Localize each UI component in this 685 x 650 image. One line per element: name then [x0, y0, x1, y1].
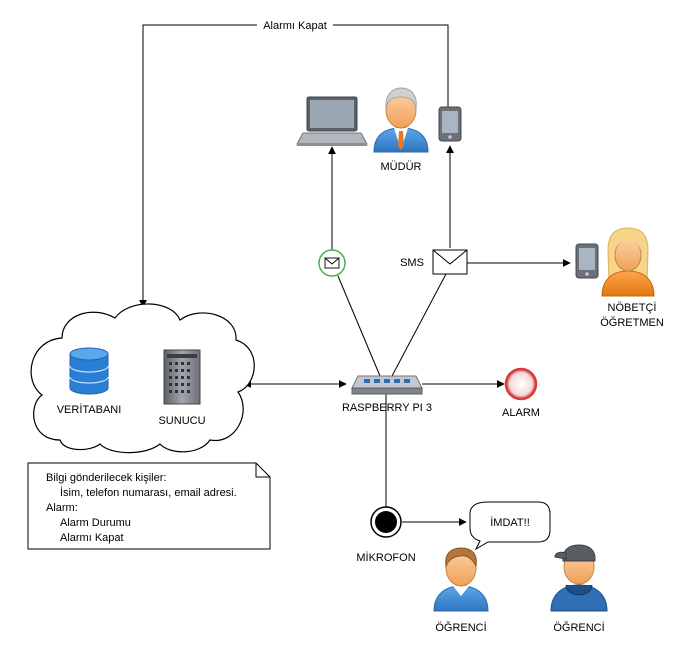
- speech-bubble-icon: [469, 501, 551, 551]
- teacher-label-line1: NÖBETÇİ: [608, 301, 657, 314]
- note-line-4: Alarm Durumu: [60, 517, 131, 529]
- teacher-label-line2: ÖĞRETMEN: [600, 316, 664, 329]
- router-icon: [351, 375, 423, 395]
- sms-envelope-icon: [432, 249, 468, 275]
- router-to-sms-edge: [391, 273, 447, 377]
- note-line-2: İsim, telefon numarası, email adresi.: [60, 486, 237, 499]
- teacher-phone-icon: [575, 243, 599, 279]
- alarm-icon: [504, 367, 538, 401]
- student-cap-person-icon: [550, 544, 608, 612]
- note-line-3: Alarm:: [46, 502, 78, 514]
- alarm-off-label: Alarmı Kapat: [263, 20, 327, 32]
- principal-person-icon: [373, 87, 429, 153]
- alarm-off-label-group: Alarmı Kapat: [257, 18, 333, 32]
- microphone-label: MİKROFON: [356, 551, 415, 564]
- server-icon: [163, 349, 201, 405]
- database-label: VERİTABANI: [57, 403, 122, 416]
- teacher-person-icon: [601, 227, 655, 297]
- student-person-icon: [433, 547, 489, 612]
- note-line-5: Alarmı Kapat: [60, 532, 124, 544]
- sms-label: SMS: [400, 257, 424, 269]
- note-line-1: Bilgi gönderilecek kişiler:: [46, 472, 166, 484]
- principal-label: MÜDÜR: [381, 161, 422, 173]
- cloud-icon: [30, 303, 255, 454]
- student-2-label: ÖĞRENCİ: [553, 621, 604, 634]
- laptop-icon: [296, 96, 368, 146]
- server-label: SUNUCU: [158, 415, 205, 427]
- alarm-label: ALARM: [502, 407, 540, 419]
- phone-icon: [438, 106, 462, 142]
- database-icon: [69, 347, 109, 395]
- student-1-label: ÖĞRENCİ: [435, 621, 486, 634]
- help-bubble-text: İMDAT!!: [490, 516, 530, 529]
- router-to-email-edge: [337, 275, 381, 377]
- info-note: Bilgi gönderilecek kişiler: İsim, telefo…: [27, 462, 271, 550]
- microphone-icon: [370, 506, 402, 538]
- raspberry-label: RASPBERRY PI 3: [342, 402, 432, 414]
- email-icon: [318, 249, 346, 277]
